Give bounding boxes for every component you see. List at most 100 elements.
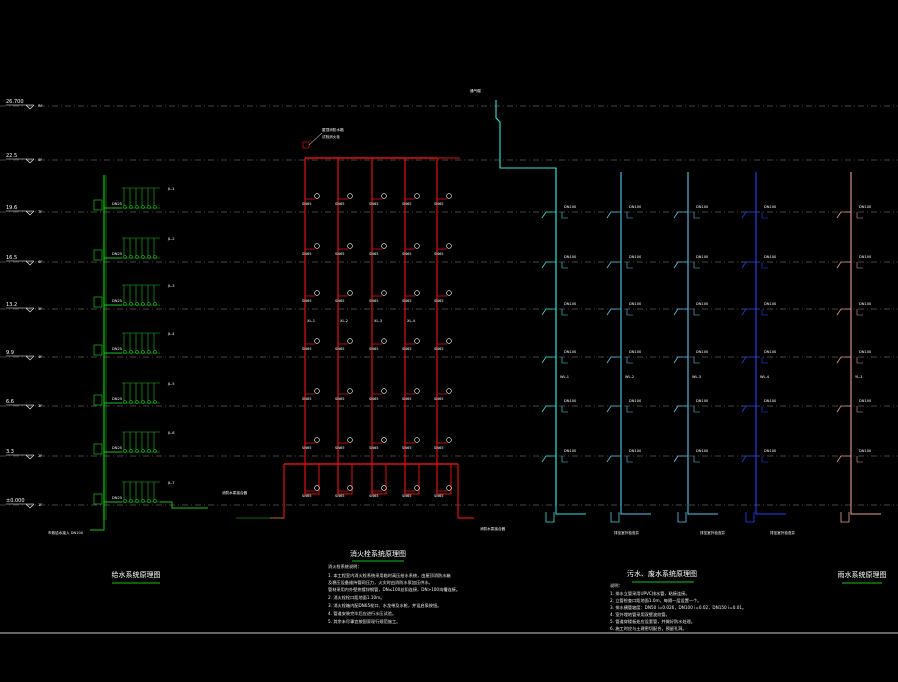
elevation-triangle	[25, 503, 35, 509]
fire-hydrant-box	[314, 243, 320, 249]
fixture-valve	[135, 302, 139, 306]
drain-riser-label: WL-3	[692, 375, 701, 379]
elevation-triangle	[25, 404, 35, 410]
fire-hydrant-title: 消火栓系统原理图	[350, 549, 406, 558]
floor-number-label: 1F	[38, 503, 42, 507]
drain-branch	[606, 261, 621, 269]
drain-outlet-label-2: 排至室外检查井	[700, 530, 726, 535]
drain-riser-label: WL-4	[760, 375, 770, 379]
hydrant-size-label: SN65	[335, 347, 345, 351]
vent-cap-label: 通气帽	[470, 88, 481, 93]
drain-branch	[741, 405, 756, 413]
hydrant-size-label: SN65	[369, 202, 379, 206]
floor-elevation-label: 3.3	[6, 449, 14, 455]
drain-branch	[541, 356, 556, 364]
fixture-valve	[141, 499, 145, 503]
drain-stack-fitting	[561, 456, 568, 463]
drain-stack-fitting	[561, 212, 568, 219]
water-supply-entry-pipe	[90, 520, 105, 531]
rain-title-block: 雨水系统原理图	[838, 570, 887, 584]
floor-number-label: 5F	[38, 307, 42, 311]
fire-hydrant-box	[381, 243, 387, 249]
drain-stack-fitting	[856, 212, 863, 219]
drain-size-label: DN100	[859, 350, 872, 354]
roof-tank-sub: 试验消火栓	[322, 134, 340, 139]
fire-note-2: 及稳压设备维持管网压力，火灾时由消防水泵加压供水。	[328, 579, 433, 586]
drain-note-2: 2. 立管检查口距地面1.0m，每隔一层设置一个。	[610, 597, 701, 604]
drain-size-label: DN100	[696, 255, 709, 259]
floor-elevation-label: 22.5	[6, 153, 17, 159]
fire-hydrant-box	[381, 437, 387, 443]
fixture-valve	[153, 400, 157, 404]
drain-stack-fitting	[693, 456, 700, 463]
drain-size-label: DN100	[764, 302, 777, 306]
drain-stack-fitting	[761, 406, 768, 413]
drain-branch	[606, 455, 621, 463]
hydrant-size-label: SN65	[434, 299, 444, 303]
drain-size-label: DN100	[629, 205, 642, 209]
fixture-valve	[153, 302, 157, 306]
drain-stack-fitting	[626, 309, 633, 316]
drain-stack-fitting	[561, 357, 568, 364]
elevation-triangle	[25, 355, 35, 361]
hydrant-size-label: SN65	[335, 494, 345, 498]
drain-size-label: DN100	[564, 449, 577, 453]
fire-hydrant-box	[446, 485, 452, 491]
drain-outlet	[850, 505, 881, 515]
drain-trap	[610, 512, 620, 523]
water-pipe-size: DN25	[112, 252, 122, 256]
elevation-triangle	[25, 454, 35, 460]
fixture-valve	[123, 400, 127, 404]
fixture-valve	[123, 499, 127, 503]
fire-hydrant-box	[347, 485, 353, 491]
fire-hydrant-box	[347, 388, 353, 394]
water-supply-entry-label: 市政给水接入 DN100	[48, 530, 84, 535]
drain-trap	[677, 512, 687, 523]
drain-branch	[741, 455, 756, 463]
drain-trap	[545, 512, 555, 523]
fixture-valve	[147, 449, 151, 453]
drain-branch	[836, 308, 851, 316]
drain-branch	[836, 211, 851, 219]
drain-outlet	[620, 505, 651, 515]
fire-hydrant-box	[446, 290, 452, 296]
hydrant-size-label: SN65	[369, 347, 379, 351]
fire-hydrant-box	[414, 388, 420, 394]
fixture-valve	[123, 255, 127, 259]
drain-riser-label: WL-2	[625, 375, 634, 379]
drain-branch	[606, 211, 621, 219]
drain-branch	[541, 405, 556, 413]
fire-hydrant-box	[314, 437, 320, 443]
fire-pump-connector-label-2: 消防水泵接合器	[480, 526, 506, 531]
drain-stack-fitting	[693, 212, 700, 219]
hydrant-size-label: SN65	[335, 252, 345, 256]
floor-number-label: 8F	[38, 158, 42, 162]
drain-stack-fitting	[856, 309, 863, 316]
drainage-title: 污水、废水系统原理图	[627, 569, 697, 578]
hydrant-size-label: SN65	[434, 347, 444, 351]
drain-size-label: DN100	[696, 302, 709, 306]
floor-elevation-label: 13.2	[6, 302, 17, 308]
hydrant-size-label: SN65	[302, 494, 312, 498]
water-branch-label: JL-3	[167, 284, 175, 288]
drain-size-label: DN100	[564, 205, 577, 209]
fixture-valve	[135, 255, 139, 259]
drain-size-label: DN100	[629, 399, 642, 403]
hydrant-size-label: SN65	[335, 202, 345, 206]
drain-size-label: DN100	[696, 449, 709, 453]
fire-hydrant-box	[446, 437, 452, 443]
elevation-triangle	[25, 260, 35, 266]
hydrant-size-label: SN65	[302, 252, 312, 256]
fire-hydrant-box	[347, 193, 353, 199]
fire-riser-loop	[338, 464, 353, 495]
fire-hydrant-box	[414, 193, 420, 199]
water-pipe-size: DN25	[112, 299, 122, 303]
fire-hydrant-box	[414, 437, 420, 443]
drain-size-label: DN100	[696, 399, 709, 403]
drain-size-label: DN100	[859, 449, 872, 453]
fire-hydrant-box	[347, 290, 353, 296]
drain-branch	[541, 211, 556, 219]
drain-stack-fitting	[693, 309, 700, 316]
drain-outlet	[555, 505, 586, 515]
drain-stack-fitting	[761, 357, 768, 364]
